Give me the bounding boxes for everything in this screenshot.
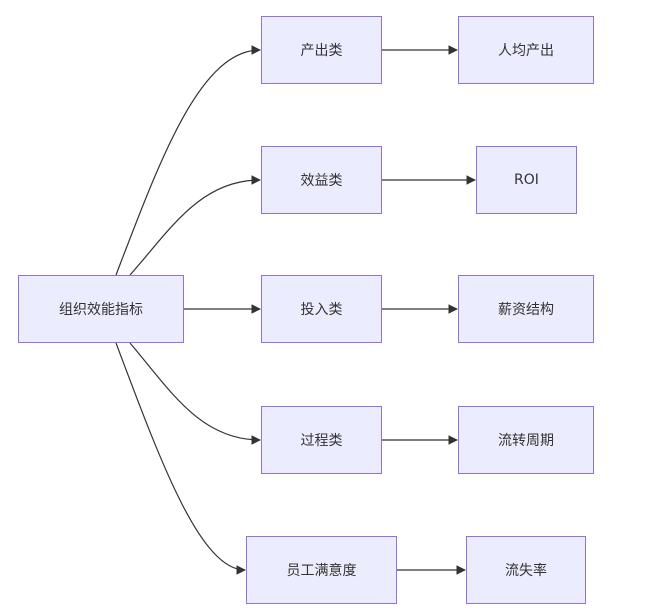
category-node-benefit: 效益类: [261, 146, 382, 214]
edge-root-to-category-5: [115, 342, 246, 575]
category-node-input: 投入类: [261, 275, 382, 343]
root-node: 组织效能指标: [18, 275, 184, 343]
child-node-attrition-rate: 流失率: [466, 536, 586, 604]
child-node-roi: ROI: [476, 146, 577, 214]
edge-root-to-category-1: [115, 45, 261, 276]
edge-root-to-category-4: [129, 342, 261, 445]
child-node-turnover-cycle: 流转周期: [458, 406, 594, 474]
child-node-salary-structure: 薪资结构: [458, 275, 594, 343]
category-node-satisfaction: 员工满意度: [246, 536, 397, 604]
child-node-per-capita-output: 人均产出: [458, 16, 594, 84]
edge-root-to-category-2: [129, 175, 261, 276]
category-node-process: 过程类: [261, 406, 382, 474]
category-node-output: 产出类: [261, 16, 382, 84]
